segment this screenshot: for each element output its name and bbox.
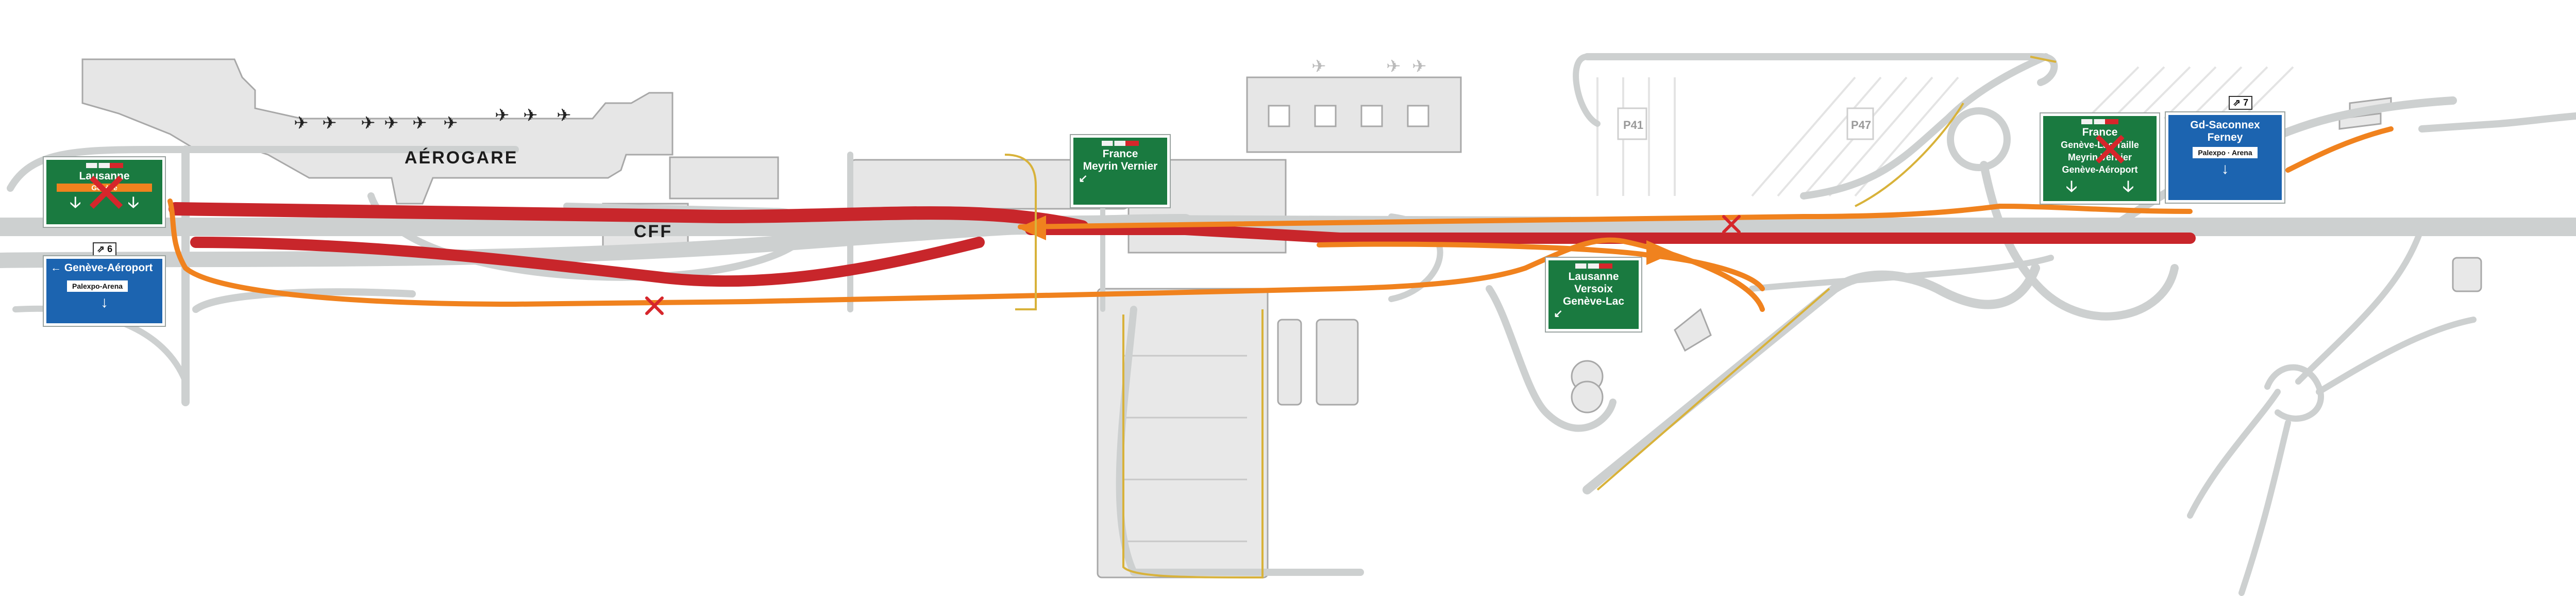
svg-text:✈: ✈ [412,113,427,134]
svg-text:✈: ✈ [1412,56,1427,77]
service-roads [1004,56,2057,579]
route-shields [2081,119,2118,124]
closed-sign-cross: ✕ [2090,122,2131,179]
sign-line-detour: Genève [57,184,152,192]
exit-badge-6: ⇗ 6 [93,242,117,256]
svg-text:✈: ✈ [495,105,510,126]
route-shields [86,163,123,168]
sign-arrow: ↙ [1079,173,1088,185]
parking-areas [1596,66,2294,197]
sign-line-3: Genève-Lac [1562,295,1625,307]
parking-label-p47: P47 [1851,119,1871,131]
building-windows [1268,105,1429,127]
detour-arrows [1018,216,1675,265]
closed-sign-cross: ✕ [82,160,130,226]
svg-text:✈: ✈ [1386,56,1401,77]
parking-garage [1097,97,2482,578]
sign-line-1: France [2082,126,2118,138]
sign-line-1: France [1102,148,1138,160]
svg-text:✈: ✈ [557,105,571,126]
sign-line-4: Genève-Aéroport [2062,164,2138,175]
sign-lausanne-versoix: Lausanne Versoix Genève-Lac ↙ [1546,258,1641,332]
sign-line-1: Gd-Saconnex [2190,119,2260,131]
svg-text:✈: ✈ [384,113,399,134]
closure-markers [645,215,1741,315]
sign-arrows: 🡣🡣 [2066,178,2134,195]
exit-badge-7: ⇗ 7 [2229,96,2253,110]
svg-text:✈: ✈ [322,113,337,134]
sign-line-3: Meyrin Vernier [2067,152,2132,162]
sign-gd-saconnex: Gd-Saconnex Ferney Palexpo · Arena ↓ [2166,112,2284,203]
route-shields [1575,263,1612,269]
sign-title: ← Genève-Aéroport [50,262,153,274]
svg-text:✈: ✈ [361,113,376,134]
sign-arrows: 🡣🡣 [70,194,139,211]
sign-plate: Palexpo · Arena [2193,147,2258,158]
svg-text:✈: ✈ [1311,56,1326,77]
svg-text:✈: ✈ [443,113,458,134]
detour-routes [167,126,2394,312]
sign-line-2: Versoix [1574,283,1613,295]
sign-line-destination: Lausanne [79,170,130,182]
railway-label: CFF [634,222,673,241]
parking-label-p41: P41 [1623,119,1643,131]
sign-france-meyrin: France Meyrin Vernier ↙ [1071,135,1170,207]
sign-arrow: ↓ [100,294,108,311]
terminal-label: AÉROGARE [405,148,518,168]
svg-text:✈: ✈ [294,113,309,134]
sign-plate: Palexpo-Arena [67,280,128,292]
sign-line-2: Genève-Lac Taille [2061,140,2139,150]
airplane-icons: ✈ ✈ ✈ ✈ ✈ ✈ ✈ ✈ ✈ ✈ ✈ ✈ [294,56,1427,134]
sign-arrow: ↙ [1554,308,1563,320]
sign-geneve-aeroport: ← Genève-Aéroport Palexpo-Arena ↓ [44,256,165,326]
sign-arrow: ↓ [2221,160,2229,177]
svg-text:✈: ✈ [523,105,538,126]
sign-line-2: Meyrin Vernier [1083,160,1158,172]
sign-line-2: Ferney [2207,131,2243,143]
route-shields [1102,141,1139,146]
sign-lausanne-closed: Lausanne Genève 🡣🡣 [44,157,165,227]
sign-france-grand: France Genève-Lac Taille Meyrin Vernier … [2041,113,2159,204]
sign-line-1: Lausanne [1568,271,1619,283]
